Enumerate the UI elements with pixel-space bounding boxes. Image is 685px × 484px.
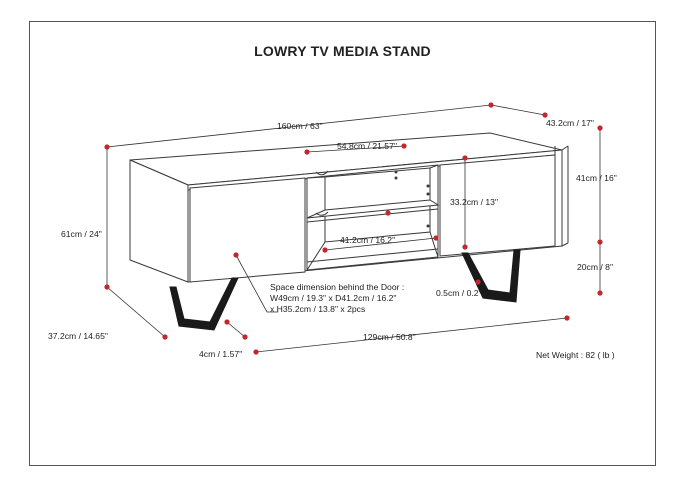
cable-cutout-shelf [315, 211, 329, 216]
door-space-line-3: x H35.2cm / 13.8" x 2pcs [270, 304, 366, 314]
shelf-pin [426, 192, 430, 196]
shelf-pin [426, 184, 430, 188]
marker [433, 235, 439, 241]
marker [242, 334, 248, 340]
marker [224, 319, 230, 325]
marker [104, 284, 110, 290]
dimension-markers [104, 102, 603, 355]
middle-shelf [306, 199, 440, 219]
label-total-height: 61cm / 24" [61, 229, 102, 239]
marker [597, 239, 603, 245]
label-leg-height: 20cm / 8" [577, 262, 614, 272]
shelf-pin [394, 170, 398, 174]
dim-shelf-width [306, 145, 405, 153]
label-overall-width: 160cm / 63" [277, 121, 323, 131]
marker [233, 252, 239, 258]
compartment-corner-4 [429, 231, 439, 258]
marker [162, 334, 168, 340]
compartment-corner-3 [306, 241, 326, 271]
shelf-pin [426, 224, 430, 228]
left-side-panel [129, 159, 189, 283]
marker [304, 149, 310, 155]
compartment-corner-2 [429, 164, 439, 169]
dimension-lines [106, 104, 601, 353]
dim-shelf-depth [324, 237, 437, 251]
right-leg [461, 249, 521, 303]
bottom-shelf-edge [306, 248, 439, 263]
legs [169, 249, 521, 331]
net-weight: Net Weight : 82 ( lb ) [536, 350, 615, 360]
door-space-note: Space dimension behind the Door : W49cm … [270, 282, 404, 315]
door-space-leader [235, 254, 278, 313]
marker [385, 210, 391, 216]
marker [462, 244, 468, 250]
label-leg-span: 129cm / 50.8" [363, 332, 416, 342]
open-compartment [306, 164, 440, 271]
left-door [189, 177, 306, 283]
marker [462, 155, 468, 161]
label-shelf-height: 33.2cm / 13'' [450, 197, 499, 207]
compartment-opening [306, 164, 439, 271]
marker [542, 112, 548, 118]
label-shelf-depth: 41.2cm / 16.2" [340, 235, 396, 245]
marker [253, 349, 259, 355]
marker [401, 143, 407, 149]
marker [104, 144, 110, 150]
door-space-line-1: Space dimension behind the Door : [270, 282, 405, 292]
dim-leg-thickness [226, 321, 246, 338]
right-edge-2 [561, 145, 569, 151]
marker [564, 315, 570, 321]
shelf-front-edge [306, 208, 439, 223]
marker [322, 247, 328, 253]
dim-depth [490, 104, 546, 116]
dim-leg-depth [106, 286, 166, 338]
door-space-line-2: W49cm / 19.3" x D41.2cm / 16.2" [270, 293, 397, 303]
label-leg-depth: 37.2cm / 14.65" [48, 331, 108, 341]
marker [475, 279, 481, 285]
drawing-frame [29, 21, 656, 466]
left-leg [169, 277, 239, 331]
marker [597, 125, 603, 131]
right-edge-4 [561, 242, 569, 247]
compartment-corner-1 [306, 176, 326, 179]
label-leg-thickness: 4cm / 1.57'' [199, 349, 243, 359]
label-door-height: 41cm / 16" [576, 173, 617, 183]
dim-overall-width [106, 104, 492, 148]
shelf-pin [394, 176, 398, 180]
right-door [439, 154, 556, 257]
label-shelf-width: 54.8cm / 21.57'' [337, 141, 398, 151]
dim-leg-span [255, 317, 568, 353]
label-depth: 43.2cm / 17" [546, 118, 594, 128]
label-gap: 0.5cm / 0.2" [436, 288, 482, 298]
page-title: LOWRY TV MEDIA STAND [254, 43, 431, 59]
marker [488, 102, 494, 108]
marker [597, 290, 603, 296]
cable-cutout-top [315, 170, 329, 176]
